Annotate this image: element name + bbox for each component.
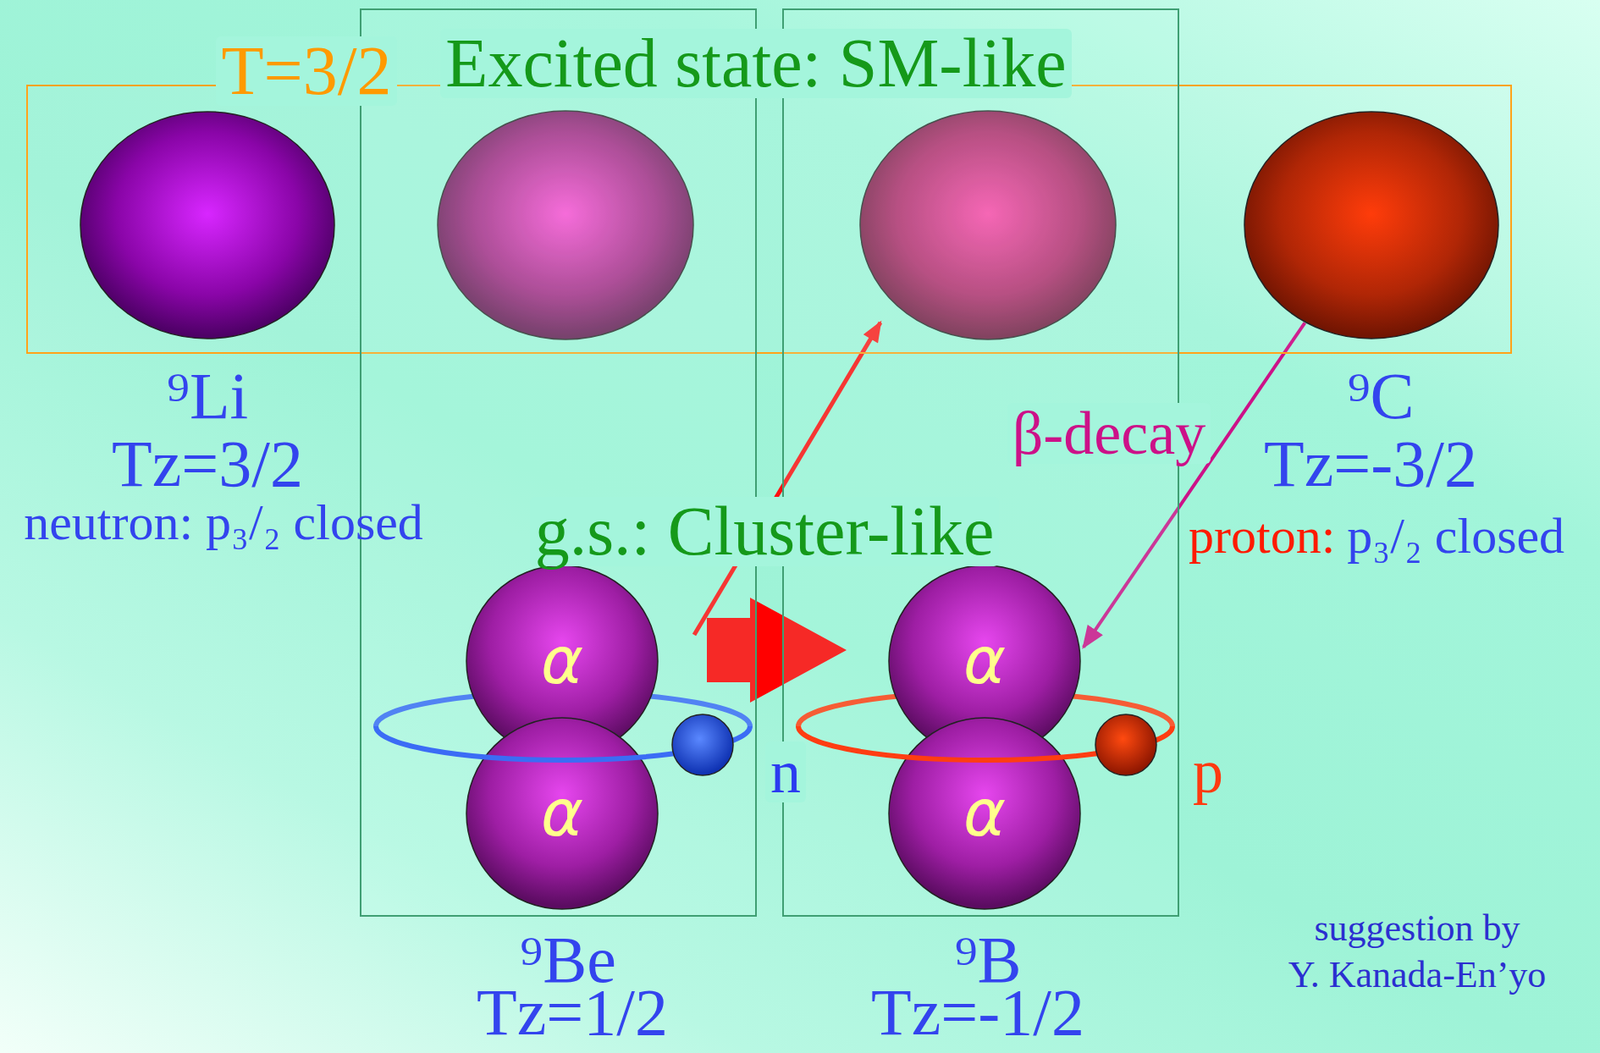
shell-note: proton: — [1188, 510, 1336, 562]
nucleon-ball — [1095, 714, 1157, 776]
cluster-symbol: α — [540, 628, 584, 694]
nucleus-label: ⁹Li — [166, 363, 249, 430]
cluster-symbol: α — [540, 781, 584, 846]
isospin-multiplet-box: T=3/2⁹LiTz=3/2neutron: p₃/₂ closed⁹CTz=-… — [26, 84, 1512, 354]
shell-note: p₃/₂ closed — [1346, 510, 1565, 562]
sphere-shape — [888, 717, 1081, 910]
nucleus-sphere: ⁹CTz=-3/2 — [1243, 110, 1500, 340]
nucleus-sphere: ⁹LiTz=3/2neutron: p₃/₂ closed — [79, 110, 336, 340]
nucleus-label: Tz=-1/2 — [871, 979, 1085, 1046]
node-outline — [1243, 110, 1500, 340]
nucleus-label: Tz=-3/2 — [1263, 430, 1478, 497]
credit-note: Y. Kanada-En’yo — [1288, 956, 1547, 994]
nucleus-column: ⁹BTz=-1/2αα — [782, 8, 1180, 917]
sphere-shape — [80, 111, 335, 339]
nucleus-label: Tz=1/2 — [476, 979, 668, 1046]
nucleus-label: ⁹C — [1346, 363, 1414, 430]
credit-note: suggestion by — [1313, 910, 1520, 948]
alpha-cluster: α — [465, 717, 659, 911]
cluster-symbol: α — [963, 781, 1006, 846]
nucleus-label: T=3/2 — [215, 36, 397, 106]
nucleon-ball — [672, 714, 734, 776]
nucleus-label: Tz=3/2 — [111, 430, 304, 497]
sphere-shape — [1244, 111, 1499, 339]
nucleus-column: ⁹BeTz=1/2αα — [359, 8, 757, 917]
cluster-symbol: α — [963, 628, 1006, 694]
alpha-cluster: α — [888, 717, 1082, 911]
nucleus-label: neutron: p₃/₂ closed — [23, 496, 424, 548]
node-outline — [79, 110, 336, 340]
sphere-shape — [466, 717, 658, 910]
particle-label: p — [1192, 741, 1224, 803]
